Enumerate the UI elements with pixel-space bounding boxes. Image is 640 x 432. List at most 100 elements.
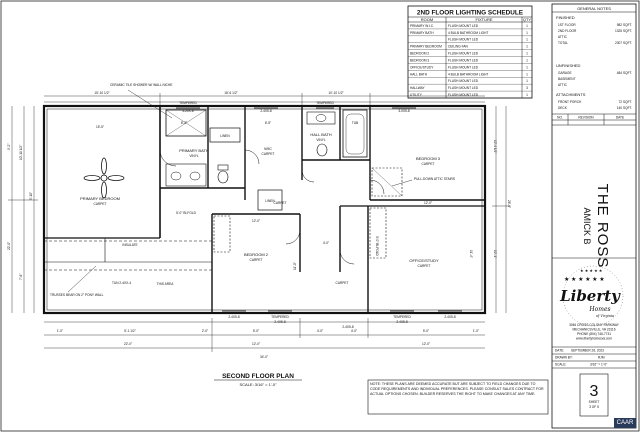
schedule-fixture: FLUSH MOUNT LED bbox=[448, 65, 479, 69]
schedule-fixture: 4 BULB BATHROOM LIGHT bbox=[448, 72, 488, 76]
schedule-qty: 1 bbox=[526, 72, 528, 76]
tub-label: TUB bbox=[352, 121, 358, 125]
window-callout-7: 2-4X5-8 bbox=[444, 315, 456, 319]
room-wic: WIC bbox=[264, 146, 272, 151]
schedule-header-qty: QTY bbox=[523, 17, 532, 22]
address-line: www.libertyhomesva.com bbox=[576, 337, 612, 341]
schedule-room: OFFICE/STUDY bbox=[410, 65, 434, 69]
area-name: 2ND FLOOR bbox=[558, 29, 577, 33]
revision-header-revision: REVISION bbox=[578, 116, 594, 120]
schedule-room: BEDROOM 3 bbox=[410, 58, 429, 62]
dim-right-3: 12'-1" bbox=[493, 250, 497, 258]
insulate-note: INSULATE bbox=[122, 243, 137, 247]
room-hall-bath-floor: VINYL bbox=[316, 138, 325, 142]
drawn-value: RJM bbox=[598, 356, 605, 360]
schedule-room: PRIMARY BATH bbox=[410, 31, 434, 35]
schedule-fixture: FLUSH MOUNT LED bbox=[448, 58, 479, 62]
dim-bottom-6: 4'-0" bbox=[351, 329, 357, 333]
bifold-note: 5'-0" BI-FOLD bbox=[176, 211, 197, 215]
unfinished-label: UNFINISHED bbox=[556, 63, 581, 68]
star-icon-row: ★ ★ ★ ★ ★ ★ bbox=[564, 276, 605, 283]
dim-bottom-7: 5'-0" bbox=[423, 329, 429, 333]
plan-labels: PRIMARY BEDROOM CARPET PRIMARY BATH VINY… bbox=[7, 83, 511, 359]
room-hall-bath: HALL BATH bbox=[310, 132, 331, 137]
disclaimer-text: NOTE: THESE PLANS ARE DEEMED ACCURATE BU… bbox=[370, 382, 544, 396]
area-value: 2307 SQFT. bbox=[615, 41, 632, 45]
disclaimer-box bbox=[367, 379, 549, 415]
dim-row2-b: 12'-0" bbox=[252, 342, 260, 346]
project-subname: AMICK B bbox=[582, 207, 592, 244]
address-line: PHONE (804) 746-7731 bbox=[577, 332, 611, 336]
room-bedroom-2: BEDROOM 2 bbox=[244, 252, 269, 257]
schedule-fixture: FLUSH MOUNT LED bbox=[448, 24, 479, 28]
schedule-qty: 1 bbox=[526, 65, 528, 69]
schedule-title: 2ND FLOOR LIGHTING SCHEDULE bbox=[417, 10, 524, 17]
scale-label: SCALE: bbox=[555, 363, 566, 367]
room-wic-floor: CARPET bbox=[262, 152, 275, 156]
room-primary-bedroom: PRIMARY BEDROOM bbox=[80, 196, 120, 201]
area-name: ATTIC bbox=[558, 35, 568, 39]
sheet-count: 3 OF 5 bbox=[589, 405, 599, 409]
schedule-room: PRIMARY W.I.C. bbox=[410, 24, 434, 28]
room-office-study-floor: CARPET bbox=[418, 264, 431, 268]
schedule-fixture: FLUSH MOUNT LED bbox=[448, 38, 479, 42]
area-name: FRONT PORCH bbox=[558, 100, 582, 104]
schedule-qty: 1 bbox=[526, 38, 528, 42]
caar-badge: CAAR bbox=[614, 418, 636, 428]
date-label: DATE: bbox=[555, 349, 564, 353]
logo-tag: of Virginia bbox=[596, 314, 614, 318]
schedule-fixture: FLUSH MOUNT LED bbox=[448, 52, 479, 56]
schedule-fixture: CEILING FAN bbox=[448, 45, 469, 49]
shower-callout: CERAMIC TILE SHOWER W/ WALL NICHE bbox=[110, 83, 172, 87]
dim-hall-width: 4'-0" bbox=[323, 241, 329, 245]
tempered-callout-2: TEMPERED bbox=[316, 101, 334, 105]
schedule-qty: 1 bbox=[526, 31, 528, 35]
area-value: 484 SQFT. bbox=[617, 71, 632, 75]
room-primary-bath-floor: VINYL bbox=[189, 154, 198, 158]
area-name: DECK bbox=[558, 106, 568, 110]
schedule-qty: 1 bbox=[526, 79, 528, 83]
dim-bedroom-2-height: 11'-0" bbox=[293, 262, 297, 270]
dim-bottom-1: 1'-0" bbox=[57, 329, 63, 333]
schedule-fixture: FLUSH MOUNT LED bbox=[448, 93, 479, 97]
tempered-callout-1: TEMPERED bbox=[179, 101, 197, 105]
area-value: 72 SQFT. bbox=[619, 100, 633, 104]
window-callout-3: 2-4X5-8 bbox=[228, 315, 240, 319]
dim-bedroom-3-width: 12'-0" bbox=[424, 201, 432, 205]
schedule-qty: 1 bbox=[526, 52, 528, 56]
linen-closet-2: LINEN bbox=[265, 199, 275, 203]
schedule-fixture: FLUSH MOUNT LED bbox=[448, 86, 479, 90]
schedule-qty: 1 bbox=[526, 24, 528, 28]
dim-bottom-2: 5'-1 1/2" bbox=[124, 329, 136, 333]
dim-bottom-8: 1'-0" bbox=[473, 329, 479, 333]
window-callout-5: 2-4X5-8 bbox=[342, 325, 354, 329]
dim-right-1: 26'-0" bbox=[507, 200, 511, 208]
dim-bottom-3: 2'-0" bbox=[202, 329, 208, 333]
window-callout-4: 2-4X5-8 bbox=[274, 320, 286, 324]
schedule-fixture: 4 BULB BATHROOM LIGHT bbox=[448, 31, 488, 35]
dim-office-height: 11'-4" bbox=[469, 250, 473, 258]
plan-title-group: SECOND FLOOR PLAN SCALE: 3/16" = 1'-0" bbox=[214, 373, 302, 387]
tempered-callout-4: TEMPERED bbox=[393, 315, 411, 319]
schedule-room: HALL BATH bbox=[410, 72, 428, 76]
dim-left-4: 5'-10" bbox=[29, 192, 33, 200]
date-value: SEPTEMBER 26, 2023 bbox=[571, 349, 604, 353]
dim-top-2: 18'-6 1/2" bbox=[224, 91, 237, 95]
room-bedroom-3-floor: CARPET bbox=[422, 162, 435, 166]
address-line: 3046 CROSS COLONY PARKWAY bbox=[569, 323, 620, 327]
dim-primary-bedroom-width: 15'-5" bbox=[96, 125, 104, 129]
dim-left-5: 7'-6" bbox=[19, 274, 23, 280]
dim-bottom-5: 4'-0" bbox=[317, 329, 323, 333]
room-hallway-lower: CARPET bbox=[336, 281, 349, 285]
window-callout-6: 2-4X5-8 bbox=[396, 320, 408, 324]
finished-label: FINISHED bbox=[556, 15, 575, 20]
schedule-fixture: FLUSH MOUNT LED bbox=[448, 79, 479, 83]
room-bedroom-2-floor: CARPET bbox=[250, 258, 263, 262]
schedule-qty: 1 bbox=[526, 45, 528, 49]
dim-row2-a: 22'-0" bbox=[124, 342, 132, 346]
company-address: 3046 CROSS COLONY PARKWAYMECHANICSVILLE,… bbox=[569, 323, 620, 341]
